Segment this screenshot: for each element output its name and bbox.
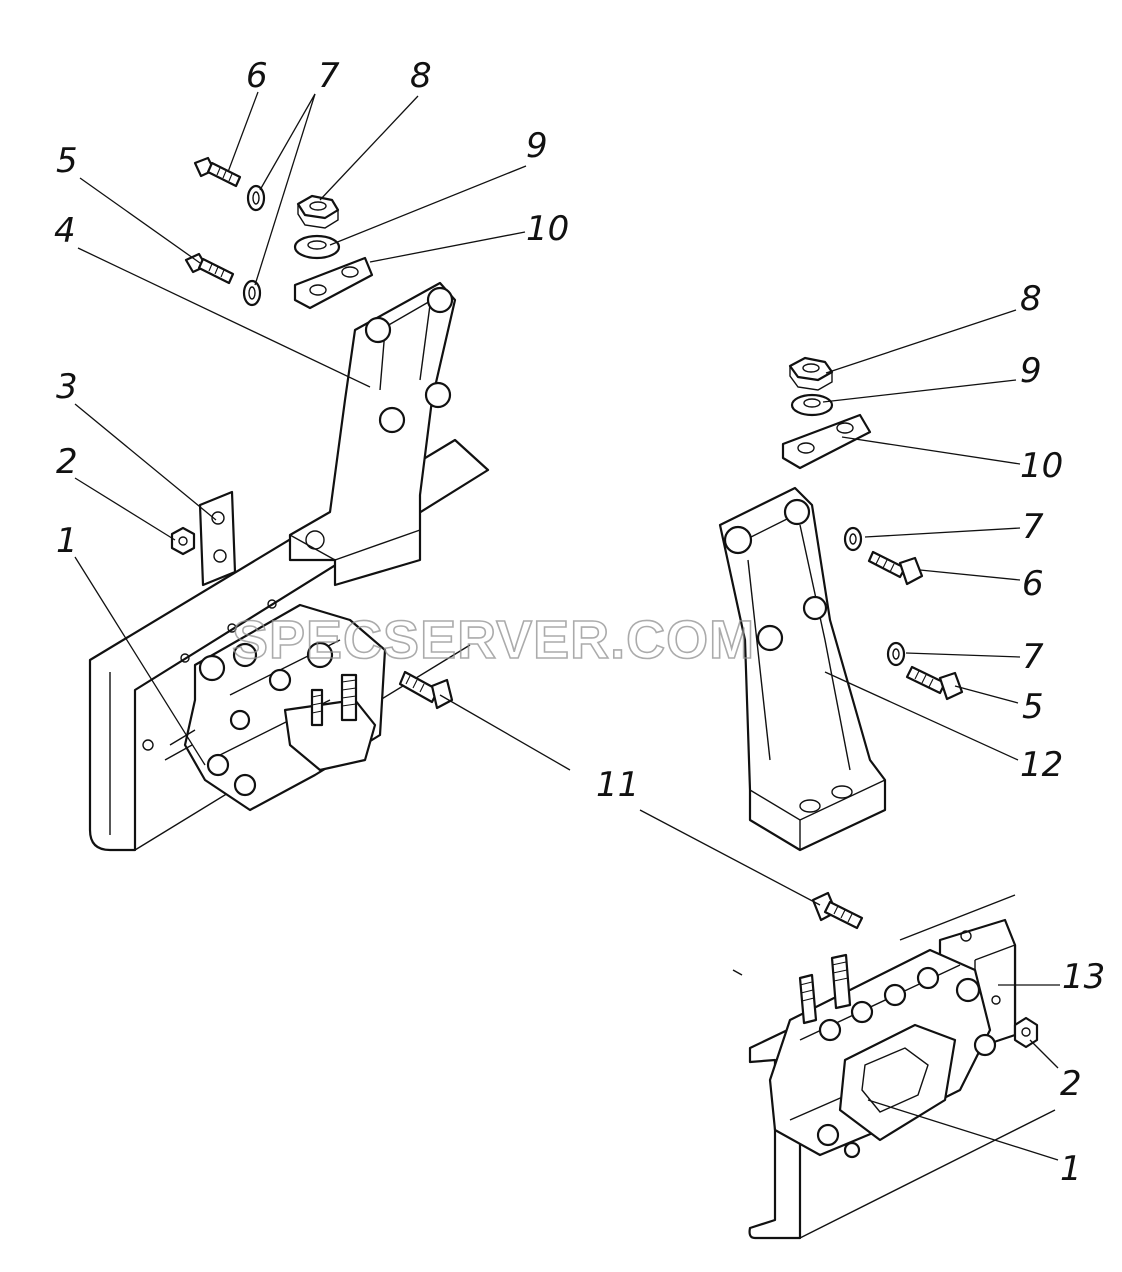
- nut-8-right: [788, 356, 834, 391]
- callout-4: 4: [54, 211, 76, 251]
- callout-2: 2: [56, 442, 78, 482]
- washer-7-right-lower: [886, 641, 906, 667]
- bolt-6-right: [867, 550, 924, 586]
- callout-9: 9: [1020, 351, 1042, 391]
- leader-lines: [74, 91, 1060, 1161]
- callout-1: 1: [1060, 1149, 1082, 1189]
- callout-1: 1: [56, 521, 78, 561]
- plate-10-right: [781, 413, 872, 470]
- bracket-12: [718, 486, 887, 852]
- washer-7-lower: [242, 279, 262, 307]
- watermark: SPECSERVER.COM: [232, 610, 755, 670]
- nut-2-left: [170, 526, 196, 556]
- callout-6: 6: [246, 56, 268, 96]
- bolt-6-top: [193, 156, 242, 188]
- callout-7: 7: [1022, 637, 1044, 677]
- callout-labels: 6 7 8 9 10 5 4 3 2 1 11 8 9 10 7 6 7 5 1…: [54, 56, 1105, 1189]
- nut-8-top: [296, 194, 340, 229]
- callout-2: 2: [1060, 1064, 1082, 1104]
- plate-3: [198, 490, 237, 587]
- callout-13: 13: [1062, 957, 1105, 997]
- plate-10-top: [293, 256, 374, 310]
- bolt-5-left: [184, 252, 235, 285]
- callout-5: 5: [56, 141, 78, 181]
- bracket-4: [288, 281, 457, 587]
- callout-5: 5: [1022, 687, 1044, 727]
- callout-3: 3: [56, 367, 78, 407]
- callout-9: 9: [526, 126, 548, 166]
- bolt-11-right: [811, 891, 864, 930]
- bolt-11-left: [398, 670, 454, 710]
- bolt-5-right: [905, 665, 964, 701]
- washer-7-right-upper: [843, 526, 863, 552]
- coupling-1-left: [164, 603, 387, 812]
- washer-9-top: [293, 234, 341, 260]
- washer-9-right: [790, 393, 834, 417]
- callout-10: 10: [1020, 446, 1063, 486]
- callout-7: 7: [1022, 507, 1044, 547]
- callout-11: 11: [596, 765, 639, 805]
- washer-7-upper: [246, 184, 266, 212]
- callout-7: 7: [318, 56, 340, 96]
- nut-2-right: [1013, 1016, 1039, 1049]
- callout-6: 6: [1022, 564, 1044, 604]
- callout-12: 12: [1020, 745, 1063, 785]
- callout-8: 8: [410, 56, 432, 96]
- coupling-1-right: [768, 948, 997, 1159]
- callout-8: 8: [1020, 279, 1042, 319]
- callout-10: 10: [526, 209, 569, 249]
